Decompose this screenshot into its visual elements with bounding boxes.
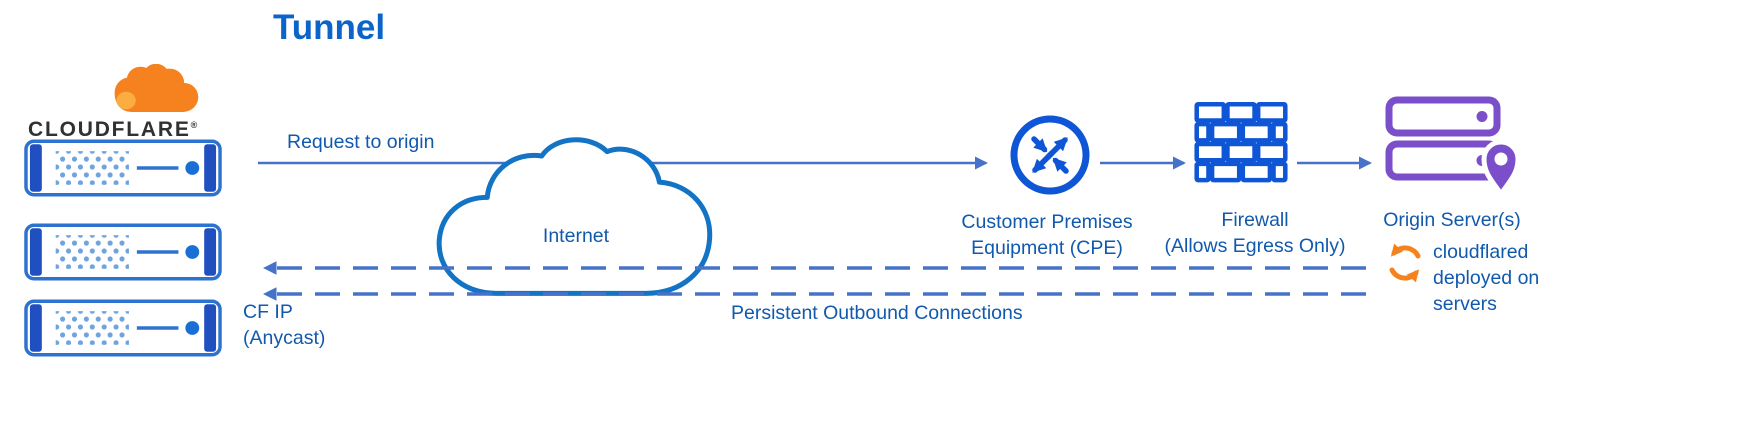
registered-mark: ®	[190, 120, 198, 130]
cloudflared-sync-icon	[1389, 243, 1421, 283]
cf-ip-line1: CF IP	[243, 301, 293, 323]
cloudflared-label-line2: deployed on	[1433, 266, 1540, 289]
cloudflare-logo: CLOUDFLARE®	[28, 64, 236, 142]
cpe-router-icon	[1010, 115, 1090, 195]
request-to-origin-label: Request to origin	[287, 131, 435, 153]
origin-server-label: Origin Server(s)	[1383, 209, 1521, 231]
logo-wordmark: CLOUDFLARE®	[28, 118, 236, 142]
logo-wordmark-text: CLOUDFLARE	[28, 118, 191, 141]
firewall-label-line2: (Allows Egress Only)	[1164, 234, 1346, 257]
cloudflared-label: cloudflared deployed on servers	[1433, 240, 1539, 318]
edge-server-icon	[24, 139, 222, 197]
internet-cloud-icon	[436, 137, 713, 296]
cpe-label-line1: Customer Premises	[961, 211, 1133, 233]
cpe-label-line2: Equipment (CPE)	[971, 236, 1123, 259]
firewall-icon	[1194, 101, 1288, 183]
edge-server-icon	[24, 223, 222, 281]
internet-label: Internet	[542, 225, 610, 247]
origin-server-icon	[1385, 96, 1521, 198]
cf-ip-anycast-label: CF IP (Anycast)	[243, 300, 325, 352]
diagram-title: Tunnel	[273, 8, 386, 47]
cloudflared-label-line1: cloudflared	[1433, 241, 1529, 263]
location-pin-icon	[1481, 139, 1521, 198]
firewall-label: Firewall (Allows Egress Only)	[1144, 208, 1366, 260]
cloudflared-label-line3: servers	[1433, 292, 1497, 315]
cpe-label: Customer Premises Equipment (CPE)	[940, 210, 1154, 262]
cloudflare-cloud-icon	[114, 64, 199, 112]
persistent-outbound-label: Persistent Outbound Connections	[731, 302, 1023, 324]
edge-server-icon	[24, 299, 222, 357]
cf-ip-line2: (Anycast)	[243, 326, 326, 349]
firewall-label-line1: Firewall	[1221, 209, 1289, 231]
